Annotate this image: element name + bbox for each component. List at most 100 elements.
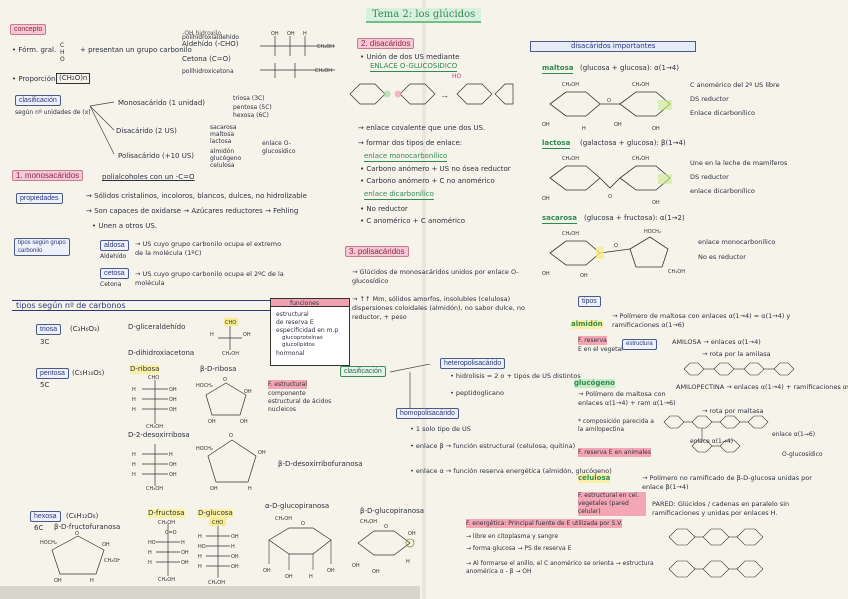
svg-text:CH₂OH: CH₂OH xyxy=(275,516,292,522)
glyceraldehyde-structure: OHOHH CH₂OHCH₂OH xyxy=(255,28,345,83)
homo-2: • enlace β → función estructural (celulo… xyxy=(410,442,575,451)
lactosa-p1: Une en la leche de mamíferos xyxy=(690,159,787,168)
formula-groups: C H O xyxy=(60,42,70,63)
svg-text:OH: OH xyxy=(181,560,189,566)
svg-text:OH: OH xyxy=(169,397,177,403)
svg-text:OH: OH xyxy=(240,419,248,425)
svg-text:CH₂OH: CH₂OH xyxy=(222,351,239,356)
fructosa-label: D-fructosa xyxy=(148,509,185,518)
svg-text:OH: OH xyxy=(169,407,177,413)
triosa-tag: triosa xyxy=(36,324,61,335)
svg-text:H: H xyxy=(132,397,136,403)
desoxirribosa-label: D-2-desoxirribosa xyxy=(128,431,190,440)
disac-reaction: → xyxy=(345,72,515,117)
maltosa-p2: DS reductor xyxy=(690,95,729,104)
svg-text:OH: OH xyxy=(652,200,660,206)
svg-text:OH: OH xyxy=(244,389,252,395)
svg-text:OH: OH xyxy=(542,122,550,128)
ribosa-func-desc: componente estructural de ácidos nucleic… xyxy=(268,390,340,414)
svg-text:HO: HO xyxy=(198,544,206,550)
disac-enlace: ENLACE O-GLUCOSÍDICO xyxy=(370,62,457,72)
lactosa-structure: CH₂OHCH₂OHOHOOH xyxy=(540,150,680,210)
svg-text:OH: OH xyxy=(102,542,110,548)
enlace-16-label: enlace α(1→6) xyxy=(772,430,815,439)
carbono-anom-2: • Carbono anómero + C no anomérico xyxy=(360,177,495,186)
svg-text:CH₂OH: CH₂OH xyxy=(360,519,377,525)
aldosa-tag: aldosa xyxy=(100,240,129,251)
propiedades-tag: propiedades xyxy=(16,193,63,204)
svg-text:O: O xyxy=(608,194,612,200)
disac-ho: HO xyxy=(452,72,461,81)
ribosa-ring: OHOCH₂OHOHOH xyxy=(196,375,256,425)
maltosa-p1: C anomérico del 2º US libre xyxy=(690,81,780,90)
svg-text:C=O: C=O xyxy=(165,530,177,536)
sacarosa-p1: enlace monocarbonílico xyxy=(698,238,775,247)
anillo-anom: → Al formarse el anillo, el C anomérico … xyxy=(466,560,666,576)
almidon-label: almidón xyxy=(571,320,603,329)
di-list-3: lactosa xyxy=(210,137,231,146)
maltosa-structure: O CH₂OHCH₂OHOHHOHOH xyxy=(540,76,680,136)
ketone-label: Cetona (C=O) xyxy=(182,55,231,64)
svg-text:OH: OH xyxy=(271,31,279,37)
disacarido-label: Disacárido (2 US) xyxy=(116,127,177,136)
cetosa-tag: cetosa xyxy=(100,268,129,279)
ribosa-fischer: CHOHOHHOHHOHCH₂OH xyxy=(130,374,190,429)
hexosa-formula: (C₆H₁₂O₆) xyxy=(66,512,98,521)
svg-text:OH: OH xyxy=(243,332,251,338)
svg-text:H: H xyxy=(148,550,152,556)
fructosa-fischer: CH₂OHC=OHOHHOHHOHCH₂OH xyxy=(148,518,193,583)
clasif-arrows xyxy=(88,96,118,158)
formula-carbonyl: + presentan un grupo carbonilo xyxy=(80,46,192,55)
amilosa-1: AMILOSA → enlaces α(1→4) xyxy=(672,338,761,347)
funciones-tag: funciones xyxy=(290,299,319,308)
svg-text:O: O xyxy=(607,98,611,104)
svg-text:OH: OH xyxy=(258,450,266,456)
mono-section-desc: polialcoholes con un -C=O xyxy=(102,173,195,182)
clasif-arrows-mid xyxy=(385,364,445,419)
proportion-value: (CH₂O)n xyxy=(56,73,90,84)
almidon-desc: → Polímero de maltosa con enlaces α(1→4)… xyxy=(612,312,837,330)
svg-text:OH: OH xyxy=(231,534,239,540)
disac-importantes-header: disacáridos importantes xyxy=(530,41,696,52)
prop-2: → Son capaces de oxidarse → Azúcares red… xyxy=(86,207,298,216)
svg-text:CHO: CHO xyxy=(212,520,223,526)
aldosa-desc: → US cuyo grupo carbonilo ocupa el extre… xyxy=(135,240,285,258)
svg-text:H: H xyxy=(582,126,586,132)
svg-text:HOCH₂: HOCH₂ xyxy=(644,229,661,235)
svg-text:CH₂OH: CH₂OH xyxy=(158,520,175,526)
clasif-poli-tag: clasificación xyxy=(340,366,386,377)
mono-section-title: 1. monosacáridos xyxy=(12,170,83,181)
glucogeno-comp: * composición parecida a la amilopectina xyxy=(578,418,658,434)
polisacarido-label: Polisacárido (+10 US) xyxy=(118,152,194,161)
svg-text:CHO: CHO xyxy=(225,320,236,326)
ribosa-label: D-ribosa xyxy=(130,365,159,374)
svg-text:OH: OH xyxy=(408,531,416,537)
svg-text:CH₂OH: CH₂OH xyxy=(562,82,579,88)
tipos-grupo-tag: tipos según grupo carbonilo xyxy=(14,238,70,256)
svg-text:OH: OH xyxy=(352,563,360,569)
celulosa-desc: → Polímero no ramificado de β-D-glucosa … xyxy=(642,474,832,492)
svg-text:O: O xyxy=(229,433,233,439)
svg-text:H: H xyxy=(169,452,173,458)
monosacarido-label: Monosacárido (1 unidad) xyxy=(118,99,205,108)
hexosa-tag: hexosa xyxy=(30,511,61,522)
poli-section-num: 3. xyxy=(349,247,356,256)
svg-text:H: H xyxy=(309,574,313,580)
pared-desc: PARED: Glúcidos / cadenas en paralelo si… xyxy=(652,500,832,518)
prop-3: • Unen a otros US. xyxy=(92,222,157,231)
svg-text:OH: OH xyxy=(181,550,189,556)
svg-text:H: H xyxy=(132,387,136,393)
sacarosa-p2: No es reductor xyxy=(698,253,746,262)
mono-section-num: 1. xyxy=(16,171,23,180)
page-title: Tema 2: los glúcidos xyxy=(366,8,481,23)
svg-text:H: H xyxy=(303,31,307,37)
glucogeno-label: glucógeno xyxy=(574,379,615,388)
svg-text:H: H xyxy=(198,554,202,560)
hetero-2: • peptidoglicano xyxy=(450,389,504,398)
svg-text:OH: OH xyxy=(614,122,622,128)
estructura-tag: estructura xyxy=(622,339,657,350)
svg-text:OH: OH xyxy=(542,196,550,202)
svg-text:CHO: CHO xyxy=(148,375,159,381)
poli-section-title: 3. polisacáridos xyxy=(345,246,409,257)
